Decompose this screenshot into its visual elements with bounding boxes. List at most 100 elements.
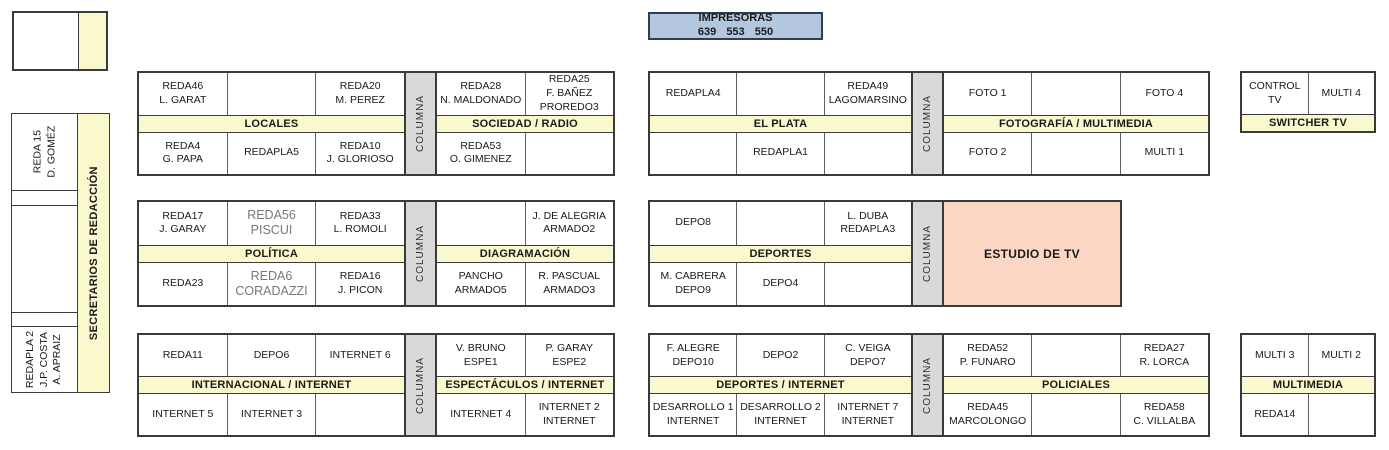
desk-cell: R. PASCUAL ARMADO3 [538,270,601,296]
desk-row: F. ALEGRE DEPO10 DEPO2 C. VEIGA DEPO7 [650,335,911,376]
block-locales: REDA46 L. GARAT REDA20 M. PEREZ LOCALES … [137,71,406,176]
desk-cell [1309,394,1375,435]
desk-row: INTERNET 5 INTERNET 3 [139,394,404,435]
section-header-policiales: POLICIALES [944,376,1208,394]
secretarios-strip-label: SECRETARIOS DE REDACCIÓN [87,166,100,340]
desk-cell: REDA46 L. GARAT [139,73,228,115]
block-multimedia: MULTI 3 MULTI 2 MULTIMEDIA REDA14 [1240,333,1376,437]
secretarios-desk-stack: REDA 15 D. GOMÉZ REDAPLA 2 J.P. COSTA A.… [11,113,78,393]
column-pillar-label: COLUMNA [922,356,934,414]
section-header-el-plata: EL PLATA [650,114,911,133]
band1-group1: REDA46 L. GARAT REDA20 M. PEREZ LOCALES … [137,71,615,176]
desk-cell [437,202,526,245]
desk-cell: REDA20 M. PEREZ [335,80,385,106]
column-pillar-label: COLUMNA [922,94,934,153]
desk-label: REDA 15 D. GOMÉZ [30,126,57,178]
desk-cell [526,133,614,175]
desk-cell: REDAPLA1 [737,132,825,174]
desk-cell: REDA4 G. PAPA [139,132,228,174]
block-sociedad-radio: REDA28 N. MALDONADO REDA25 F. BAÑEZ PROR… [435,71,615,176]
desk-cell: DESARROLLO 2 INTERNET [737,394,825,435]
block-deportes: DEPO8 L. DUBA REDAPLA3 DEPORTES M. CABRE… [648,200,913,307]
desk-cell: REDA 15 D. GOMÉZ [11,113,78,191]
desk-cell [1032,132,1121,174]
desk-cell: CONTROL TV [1242,73,1309,114]
section-header-deportes-internet: DEPORTES / INTERNET [650,376,911,394]
desk-row: INTERNET 4 INTERNET 2 INTERNET [437,394,613,435]
desk-label: REDAPLA 2 J.P. COSTA A. APRAIZ [24,330,64,389]
desk-cell: L. DUBA REDAPLA3 [840,209,896,236]
desk-cell: REDA58 C. VILLALBA [1133,400,1196,427]
printers-title: IMPRESORAS [698,12,773,25]
band2-group2: DEPO8 L. DUBA REDAPLA3 DEPORTES M. CABRE… [648,200,1122,307]
block-fotografia-multimedia: FOTO 1 FOTO 4 FOTOGRAFÍA / MULTIMEDIA FO… [942,71,1210,176]
column-pillar-label: COLUMNA [415,94,427,153]
desk-cell [825,263,911,306]
secretarios-area: REDA 15 D. GOMÉZ REDAPLA 2 J.P. COSTA A.… [11,113,110,393]
corner-box-yellow-strip [79,13,106,69]
desk-cell: REDAPLA4 [650,73,738,115]
section-header-sociedad-radio: SOCIEDAD / RADIO [437,114,613,133]
printers-numbers: 639 553 550 [697,26,774,38]
block-internacional-internet: REDA11 DEPO6 INTERNET 6 INTERNACIONAL / … [137,333,406,437]
desk-cell: REDA28 N. MALDONADO [437,73,526,115]
corner-box-white [14,13,79,69]
desk-cell: REDA33 L. ROMOLI [333,209,387,236]
desk-cell: FOTO 1 [944,73,1033,115]
desk-cell: REDAPLA5 [228,132,317,174]
desk-cell: DEPO6 [228,335,317,376]
desk-row: REDAPLA1 [650,132,911,175]
desk-cell: REDA14 [1242,394,1309,435]
desk-cell [228,73,317,115]
section-header-switcher-tv: SWITCHER TV [1242,114,1374,131]
column-pillar: COLUMNA [406,333,435,437]
block-politica: REDA17 J. GARAY REDA56 PISCUI REDA33 L. … [137,200,406,307]
desk-cell: REDA11 [139,335,228,376]
section-header-locales: LOCALES [139,114,404,133]
desk-row: REDA4 G. PAPA REDAPLA5 REDA10 J. GLORIOS… [139,132,404,174]
desk-cell: M. CABRERA DEPO9 [650,262,738,305]
column-pillar: COLUMNA [406,200,435,307]
block-deportes-internet: F. ALEGRE DEPO10 DEPO2 C. VEIGA DEPO7 DE… [648,333,913,437]
desk-cell: REDA25 F. BAÑEZ PROREDO3 [539,73,599,113]
desk-row: CONTROL TV MULTI 4 [1242,73,1374,114]
column-pillar-label: COLUMNA [415,356,427,414]
desk-cell: REDA52 P. FUNARO [944,335,1033,376]
column-pillar-label: COLUMNA [415,224,427,283]
desk-cell: INTERNET 4 [437,394,526,435]
desk-cell [825,133,911,175]
secretarios-strip: SECRETARIOS DE REDACCIÓN [77,113,110,393]
desk-cell: FOTO 4 [1145,86,1184,99]
desk-row: REDA14 [1242,394,1374,435]
section-header-deportes: DEPORTES [650,244,911,263]
column-pillar: COLUMNA [406,71,435,176]
desk-cell: C. VEIGA DEPO7 [845,341,891,368]
desk-cell: REDA45 MARCOLONGO [944,394,1033,435]
desk-cell: P. GARAY ESPE2 [545,341,593,368]
section-header-espectaculos-internet: ESPECTÁCULOS / INTERNET [437,376,613,394]
desk-cell: REDA17 J. GARAY [139,202,228,245]
desk-row: FOTO 1 FOTO 4 [944,73,1208,115]
desk-cell: REDA53 O. GIMENEZ [437,132,526,174]
block-policiales: REDA52 P. FUNARO REDA27 R. LORCA POLICIA… [942,333,1210,437]
desk-cell [316,394,404,435]
desk-cell [11,190,78,206]
desk-cell [1032,335,1121,376]
band3-group3: MULTI 3 MULTI 2 MULTIMEDIA REDA14 [1240,333,1376,437]
desk-cell: INTERNET 2 INTERNET [538,400,600,427]
desk-cell [737,73,825,115]
desk-cell: INTERNET 5 [139,394,228,435]
desk-cell: MULTI 4 [1321,86,1361,99]
desk-cell: MULTI 1 [1144,146,1185,159]
desk-row: M. CABRERA DEPO9 DEPO4 [650,262,911,306]
desk-cell: INTERNET 3 [228,394,317,435]
desk-cell: PANCHO ARMADO5 [437,262,526,305]
desk-cell: REDA49 LAGOMARSINO [828,80,907,106]
section-header-internacional-internet: INTERNACIONAL / INTERNET [139,376,404,394]
desk-cell: REDA27 R. LORCA [1139,341,1190,368]
desk-row: REDA52 P. FUNARO REDA27 R. LORCA [944,335,1208,376]
section-header-fotografia-multimedia: FOTOGRAFÍA / MULTIMEDIA [944,114,1208,133]
desk-row: REDA23 REDA6 CORADAZZI REDA16 J. PICON [139,262,404,305]
desk-cell [11,205,78,313]
